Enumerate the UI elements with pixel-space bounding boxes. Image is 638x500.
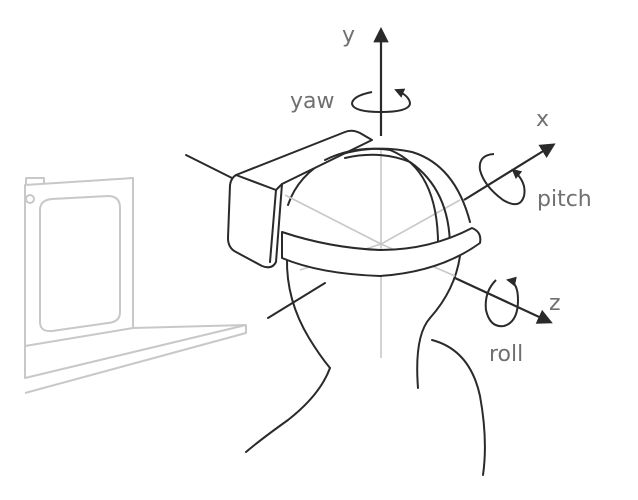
- rotation-indicators: [350, 88, 526, 328]
- main-axes: [373, 26, 556, 324]
- x-axis-label: x: [536, 107, 549, 132]
- yaw-label: yaw: [290, 89, 335, 114]
- headset-visor-front: [269, 189, 277, 263]
- head-illustration: [245, 147, 486, 476]
- headset-cable-left: [185, 154, 233, 179]
- head-right-cheek: [429, 255, 461, 319]
- yaw-rotation-arrow: [350, 88, 412, 114]
- pitch-rotation-arrow: [478, 153, 526, 206]
- headset-top-strap: [324, 147, 440, 253]
- pitch-label: pitch: [537, 187, 592, 212]
- z-axis-arrow: [454, 277, 553, 324]
- laptop-base: [24, 324, 247, 394]
- headset-visor[interactable]: [227, 129, 373, 269]
- laptop-illustration: [24, 177, 247, 394]
- laptop-webcam-lens: [25, 194, 35, 204]
- neck-left: [245, 367, 331, 453]
- y-axis-label: y: [342, 23, 355, 48]
- laptop-base-edge: [132, 324, 247, 329]
- x-axis-arrow: [463, 143, 556, 201]
- headset-cable-lower: [267, 282, 326, 319]
- vr-headset: [185, 129, 482, 319]
- right-shoulder: [431, 339, 486, 476]
- headset-band: [281, 227, 482, 277]
- roll-label: roll: [489, 342, 523, 367]
- head-left-cheek: [285, 257, 331, 369]
- laptop-screen-panel: [39, 195, 121, 333]
- headset-top-strap-inner: [344, 153, 451, 249]
- z-axis-label: z: [549, 291, 561, 316]
- roll-rotation-arrow: [484, 276, 520, 328]
- laptop-webcam: [25, 177, 45, 184]
- neck-right: [416, 317, 431, 389]
